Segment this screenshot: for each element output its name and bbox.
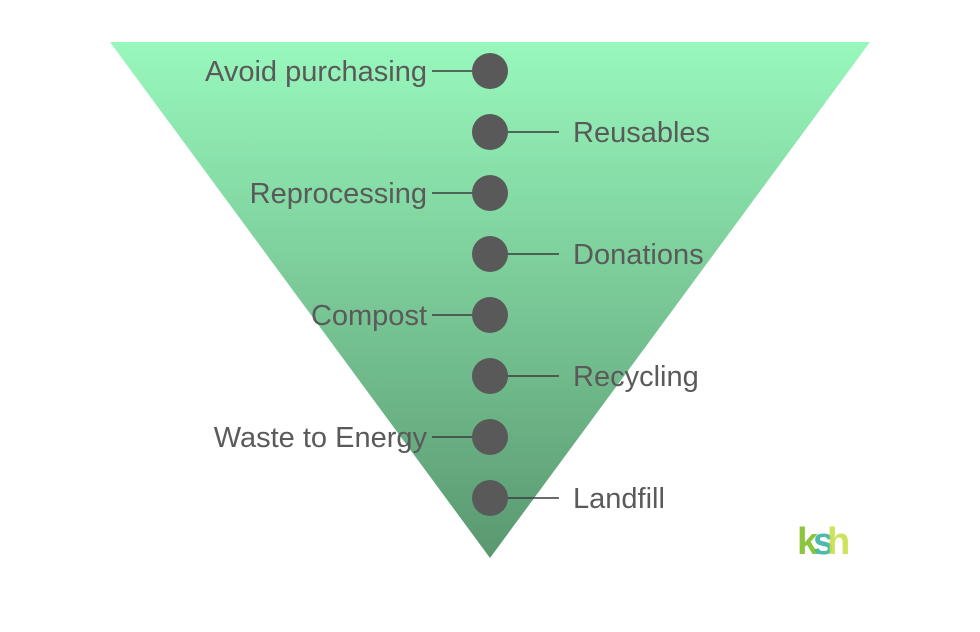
level-label-reusables: Reusables [573,117,710,149]
level-dot-reusables [472,114,508,150]
level-label-recycling: Recycling [573,361,699,393]
level-dot-compost [472,297,508,333]
level-label-landfill: Landfill [573,483,665,515]
level-label-donations: Donations [573,239,704,271]
svg-text:h: h [827,521,850,563]
level-dot-reprocessing [472,175,508,211]
level-dot-landfill [472,480,508,516]
level-dot-donations [472,236,508,272]
ksh-logo: k s h [797,521,850,563]
level-label-avoid-purchasing: Avoid purchasing [205,56,427,88]
level-dot-recycling [472,358,508,394]
hierarchy-levels: Avoid purchasingReusablesReprocessingDon… [205,53,710,516]
level-label-waste-to-energy: Waste to Energy [214,422,428,454]
level-dot-avoid-purchasing [472,53,508,89]
svg-text:s: s [813,521,833,563]
level-dot-waste-to-energy [472,419,508,455]
level-label-compost: Compost [311,300,427,332]
level-label-reprocessing: Reprocessing [250,178,427,210]
